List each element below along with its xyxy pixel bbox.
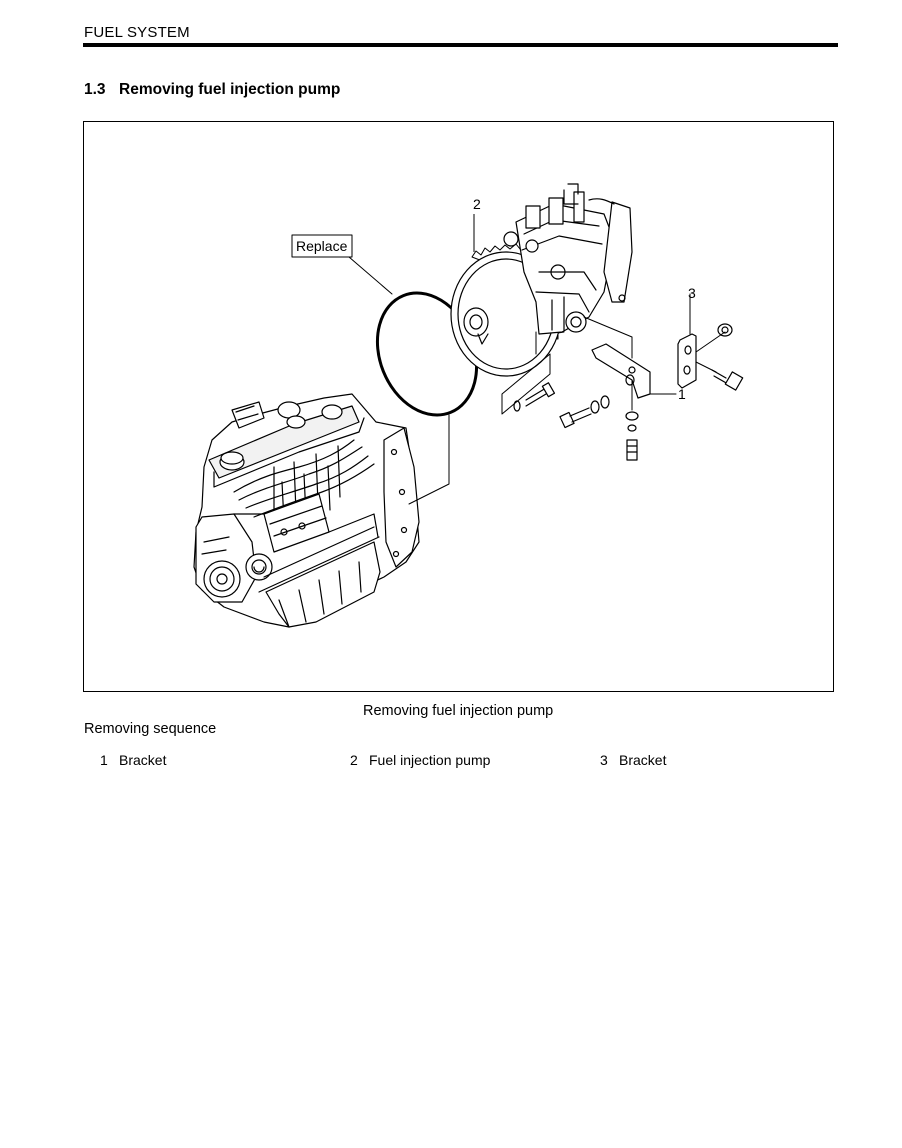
bolt-set-middle (559, 395, 639, 461)
bolt-set-right (695, 323, 744, 391)
bolt-set-left (513, 382, 556, 412)
exploded-view-illustration: 2 3 1 Replace (193, 183, 744, 628)
sequence-item-number: 1 (100, 752, 108, 768)
callout-1: 1 (678, 386, 686, 402)
section-number: 1.3 (84, 81, 106, 98)
sequence-item-label: Bracket (119, 752, 167, 768)
replace-label-box (291, 234, 353, 258)
header-rule (83, 43, 838, 47)
sequence-item-label: Bracket (619, 752, 667, 768)
sequence-title: Removing sequence (84, 721, 217, 737)
section-title: Removing fuel injection pump (119, 81, 341, 98)
callout-2: 2 (473, 196, 481, 212)
sequence-item-number: 2 (350, 752, 358, 768)
sequence-item-number: 3 (600, 752, 608, 768)
callout-3: 3 (688, 285, 696, 301)
injection-pump-drawing (450, 183, 633, 377)
replace-label: Replace (296, 238, 348, 254)
figure-frame: 2 3 1 Replace (83, 121, 834, 692)
section-heading: 1.3 Removing fuel injection pump (84, 81, 340, 99)
sequence-item: 3 Bracket (600, 752, 666, 768)
figure-caption: Removing fuel injection pump (363, 703, 554, 719)
bracket-1-drawing (591, 343, 651, 399)
sequence-item: 1 Bracket (100, 752, 166, 768)
engine-block-drawing (193, 393, 420, 628)
bracket-3-drawing (677, 333, 697, 389)
sequence-item: 2 Fuel injection pump (350, 752, 490, 768)
sequence-item-label: Fuel injection pump (369, 752, 491, 768)
page-header-title: FUEL SYSTEM (84, 24, 190, 41)
